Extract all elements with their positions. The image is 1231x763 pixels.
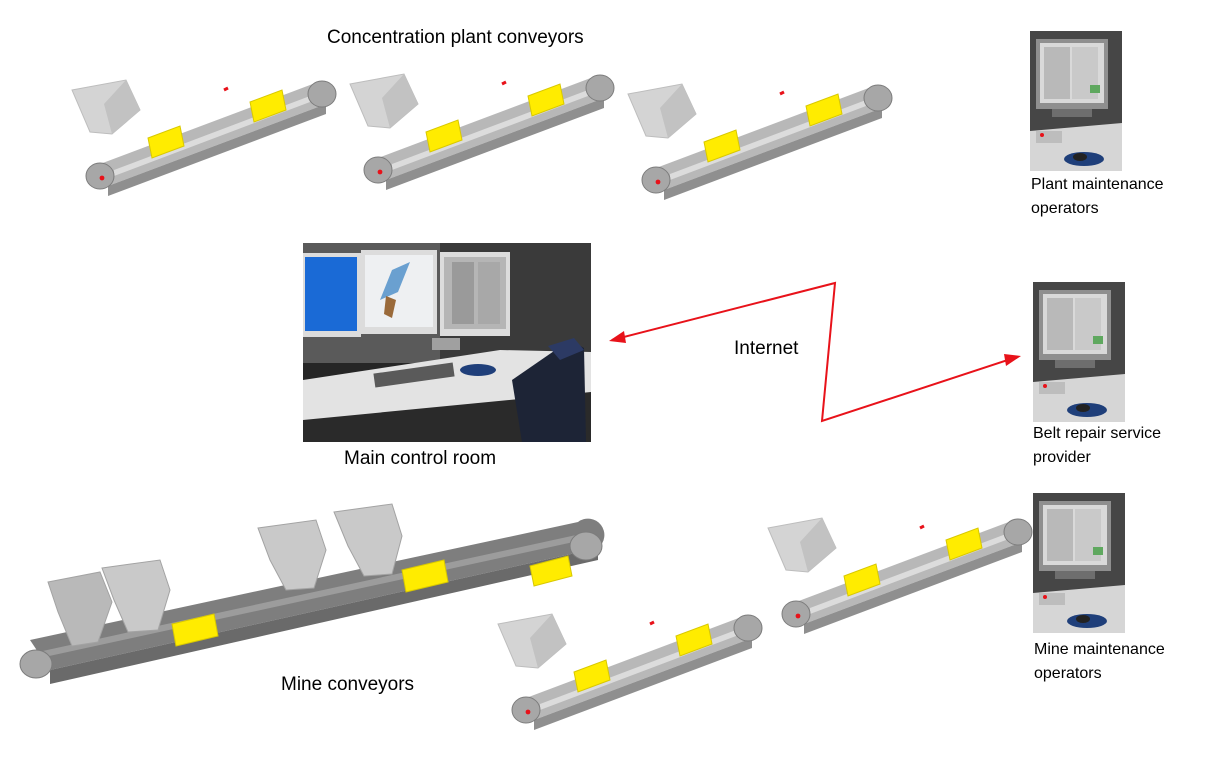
plant-conveyor-1 bbox=[70, 78, 338, 198]
internet-label: Internet bbox=[734, 338, 799, 359]
main-control-room-label: Main control room bbox=[344, 448, 497, 469]
concentration-plant-label: Concentration plant conveyors bbox=[327, 27, 584, 48]
plant-maintenance-label: Plant maintenance operators bbox=[1031, 176, 1164, 217]
belt-repair-workstation bbox=[1033, 282, 1125, 422]
plant-conveyor-3 bbox=[626, 82, 894, 202]
arrowhead-right bbox=[1004, 354, 1021, 366]
internet-link bbox=[609, 281, 1021, 423]
mine-conveyors-label: Mine conveyors bbox=[281, 674, 415, 695]
plant-maintenance-workstation bbox=[1030, 31, 1122, 171]
plant-conveyor-2 bbox=[348, 72, 616, 192]
control-room-image bbox=[303, 243, 591, 442]
mine-conveyor-2 bbox=[496, 612, 764, 732]
arrowhead-left bbox=[609, 331, 626, 343]
mine-conveyor-long bbox=[19, 503, 605, 684]
mine-conveyor-3 bbox=[766, 516, 1034, 636]
mine-maintenance-label: Mine maintenance operators bbox=[1034, 641, 1165, 682]
belt-repair-label: Belt repair service provider bbox=[1033, 425, 1162, 466]
mine-maintenance-workstation bbox=[1033, 493, 1125, 633]
